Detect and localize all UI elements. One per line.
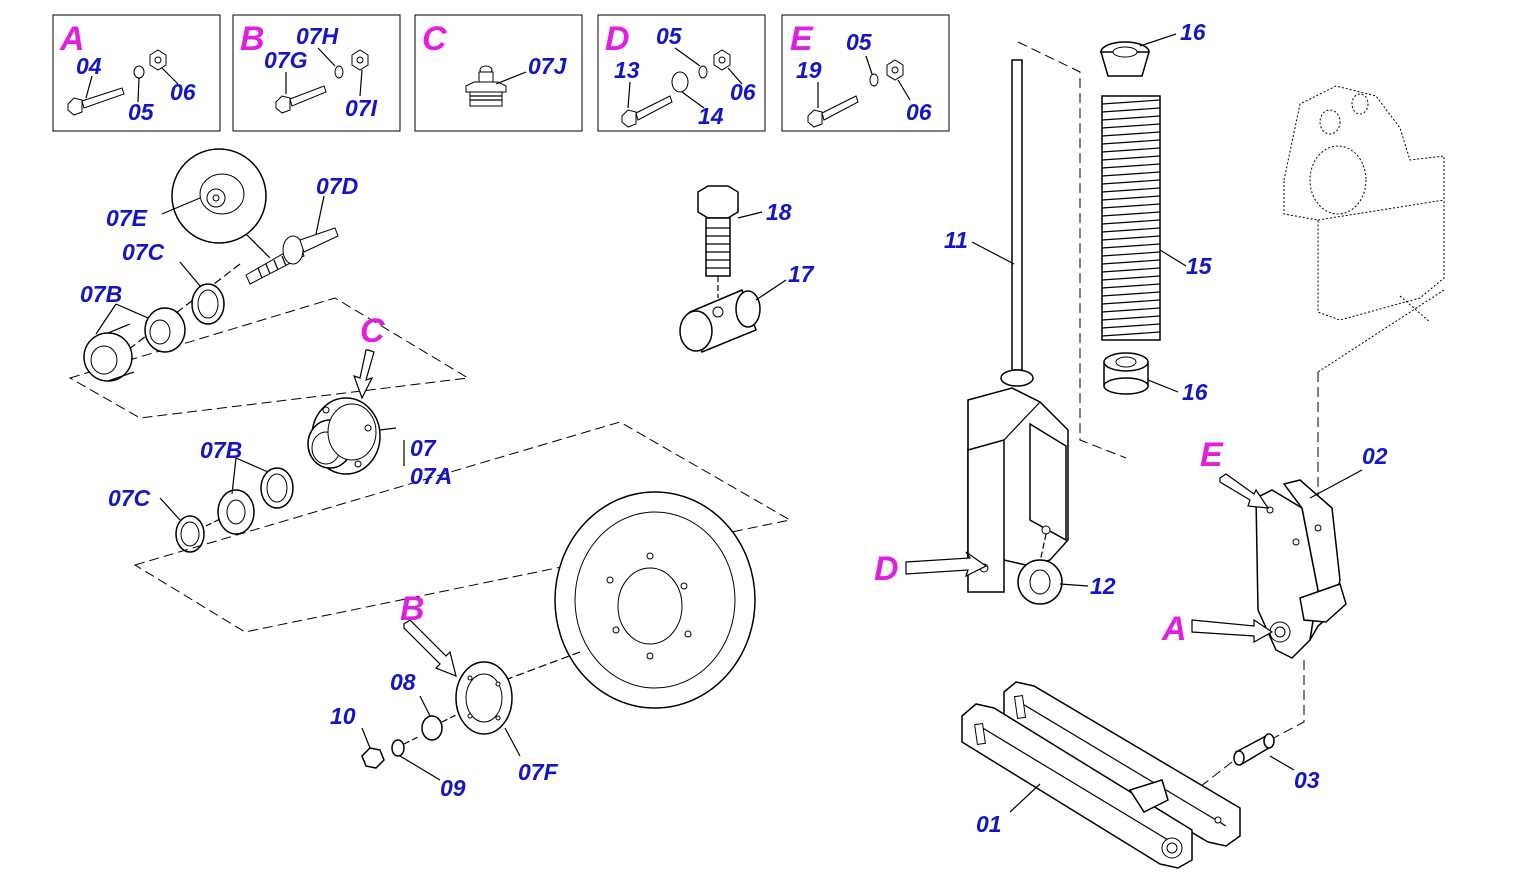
detail-a-letter: A — [59, 20, 85, 58]
detail-c-letter: C — [422, 20, 447, 58]
cap-16-top — [1100, 41, 1150, 77]
detail-e-letter: E — [790, 20, 814, 58]
bolt-icon — [275, 85, 327, 114]
arrow-e — [1219, 473, 1270, 509]
ref-letter-d: D — [874, 550, 899, 588]
detail-box-a: A 04 05 06 — [52, 14, 221, 132]
detail-d-letter: D — [605, 20, 630, 58]
callout-01: 01 — [976, 811, 1002, 837]
upper-bearing-outline — [68, 297, 470, 419]
flange-07F — [455, 661, 513, 735]
ring-07C-top — [191, 283, 225, 325]
bolt-18 — [697, 185, 739, 277]
lower-disc-outline — [133, 421, 792, 633]
detail-b-part-07H: 07H — [296, 23, 339, 49]
detail-box-e: E 05 19 06 — [781, 14, 950, 132]
washer-08 — [421, 715, 443, 741]
detail-d-part-05: 05 — [656, 23, 683, 49]
callout-11: 11 — [944, 227, 968, 253]
nut-10 — [361, 747, 385, 769]
plate-02 — [1255, 479, 1347, 659]
washer-icon — [869, 73, 879, 87]
ring-07C-mid — [175, 515, 205, 553]
washer-icon — [671, 71, 689, 93]
callout-07D: 07D — [316, 173, 358, 199]
detail-a-part-05: 05 — [128, 99, 155, 125]
detail-b-letter: B — [240, 20, 265, 58]
ref-letter-e: E — [1200, 436, 1224, 474]
callout-18: 18 — [766, 199, 792, 225]
spring-guide-outline — [1017, 41, 1127, 459]
hub-07 — [307, 397, 381, 475]
arrow-a — [1191, 618, 1274, 644]
pin-17 — [679, 288, 761, 354]
ref-letter-a: A — [1161, 610, 1187, 648]
spacer-axis — [1265, 660, 1305, 743]
callout-08: 08 — [390, 669, 416, 695]
callout-07B-mid: 07B — [200, 437, 242, 463]
detail-box-c: C 07J — [414, 14, 583, 132]
callout-09: 09 — [440, 775, 466, 801]
callout-02: 02 — [1362, 443, 1388, 469]
bolt-icon — [67, 87, 125, 116]
bolt-icon — [807, 95, 859, 128]
callout-07C-mid: 07C — [108, 485, 151, 511]
callout-07: 07 — [410, 435, 437, 461]
ref-letter-b: B — [400, 590, 425, 628]
detail-e-part-05: 05 — [846, 29, 873, 55]
ref-letter-c: C — [360, 312, 385, 350]
bearing-07B-top — [83, 307, 186, 382]
callout-07F: 07F — [518, 759, 559, 785]
callout-07A: 07A — [410, 463, 452, 489]
callout-15: 15 — [1186, 253, 1213, 279]
callout-12: 12 — [1090, 573, 1116, 599]
callout-03: 03 — [1294, 767, 1320, 793]
scalloped-disc — [554, 491, 756, 709]
detail-e-part-06: 06 — [906, 99, 932, 125]
seal-detail-magnifier — [171, 148, 271, 259]
frame-bracket-outline — [1283, 85, 1445, 373]
callout-17: 17 — [788, 261, 815, 287]
callout-10: 10 — [330, 703, 356, 729]
callout-16-bottom: 16 — [1182, 379, 1208, 405]
rod-11 — [1000, 59, 1034, 387]
cap-16-bottom — [1103, 352, 1149, 395]
bearing-07B-mid — [217, 467, 294, 535]
arrow-c — [353, 349, 375, 400]
detail-box-d: D 05 13 06 14 — [597, 14, 766, 132]
bushing-12 — [1017, 559, 1063, 605]
grease-nipple-icon — [465, 65, 507, 107]
detail-a-part-06: 06 — [170, 79, 196, 105]
detail-b-part-07G: 07G — [264, 47, 308, 73]
callout-07C-top: 07C — [122, 239, 165, 265]
lockwasher-09 — [391, 739, 405, 757]
detail-box-b: B 07H 07G 07I — [232, 14, 401, 132]
detail-d-part-13: 13 — [614, 57, 640, 83]
spring-15 — [1101, 95, 1161, 341]
arrow-d — [905, 551, 988, 578]
detail-e-part-19: 19 — [796, 57, 822, 83]
bolt-icon — [621, 95, 673, 128]
detail-d-part-06: 06 — [730, 79, 756, 105]
detail-c-part-07J: 07J — [528, 53, 568, 79]
washer-icon — [334, 65, 344, 79]
arrow-b — [403, 619, 457, 677]
detail-b-part-07I: 07I — [345, 95, 378, 121]
detail-a-part-04: 04 — [76, 53, 102, 79]
link-01 — [961, 681, 1241, 869]
callout-16-top: 16 — [1180, 19, 1206, 45]
clevis-bracket — [967, 387, 1069, 593]
spacer-03 — [1233, 733, 1275, 766]
callout-07B-top: 07B — [80, 281, 122, 307]
washer-icon — [133, 65, 145, 79]
spindle-07D — [245, 227, 339, 285]
callout-07E: 07E — [106, 205, 148, 231]
